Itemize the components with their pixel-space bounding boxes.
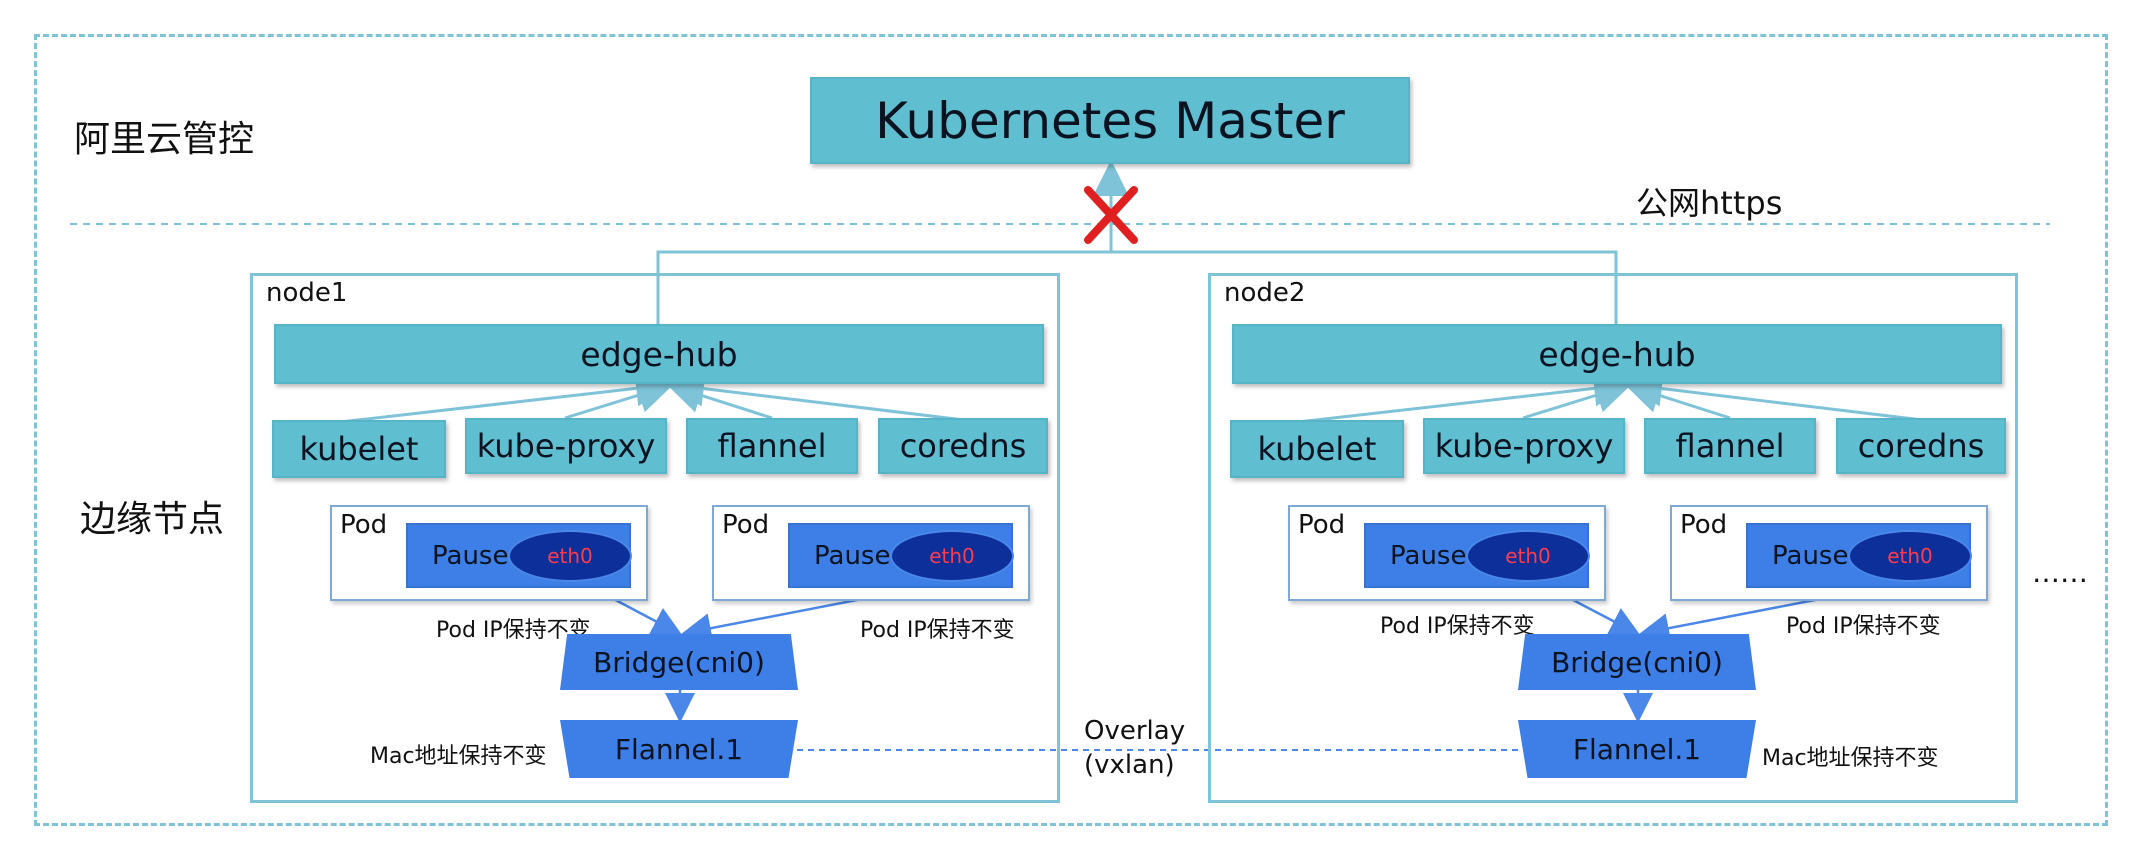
pod-ip-note: Pod IP保持不变 [436, 618, 591, 643]
node-1 [250, 273, 1060, 803]
overlay-label-line1: Overlay [1084, 716, 1186, 746]
edge-hub: edge-hub [1232, 324, 2002, 384]
eth0-interface: eth0 [1466, 530, 1590, 582]
disconnect-cross-icon [1084, 186, 1138, 244]
pod-label: Pod [340, 510, 388, 540]
component-links-node1 [339, 370, 965, 424]
mac-note: Mac地址保持不变 [1762, 746, 1939, 771]
kubernetes-master: Kubernetes Master [810, 77, 1410, 164]
bridge-cni0: Bridge(cni0) [560, 634, 798, 690]
component-kubelet: kubelet [272, 420, 446, 478]
pause-label: Pause [432, 540, 509, 571]
pause-label: Pause [1772, 540, 1849, 571]
node-title: node2 [1224, 278, 1306, 308]
eth0-interface: eth0 [508, 530, 632, 582]
pod-label: Pod [1680, 510, 1728, 540]
cloud-boundary [34, 34, 2108, 826]
component-flannel: flannel [686, 418, 858, 474]
component-links-node2 [1297, 370, 1923, 424]
flannel-device: Flannel.1 [1518, 720, 1756, 778]
eth0-interface: eth0 [890, 530, 1014, 582]
component-kube-proxy: kube-proxy [1423, 418, 1625, 474]
pause-label: Pause [1390, 540, 1467, 571]
edge-hub: edge-hub [274, 324, 1044, 384]
flannel-device: Flannel.1 [560, 720, 798, 778]
hub-connector-node1 [656, 250, 1111, 325]
region-top-label: 阿里云管控 [74, 119, 255, 160]
hub-connector-node2 [1111, 250, 1618, 325]
region-bottom-label: 边缘节点 [80, 499, 225, 540]
overlay-label: Overlay (vxlan) [1084, 714, 1185, 782]
node-title: node1 [266, 278, 348, 308]
component-flannel: flannel [1644, 418, 1816, 474]
bridge-cni0: Bridge(cni0) [1518, 634, 1756, 690]
mac-note: Mac地址保持不变 [370, 744, 547, 769]
node-2 [1208, 273, 2018, 803]
public-network-label: 公网https [1636, 184, 1783, 222]
more-nodes-ellipsis: …… [2032, 556, 2088, 589]
overlay-label-line2: (vxlan) [1084, 750, 1175, 780]
component-kube-proxy: kube-proxy [465, 418, 667, 474]
component-kubelet: kubelet [1230, 420, 1404, 478]
component-coredns: coredns [1836, 418, 2006, 474]
pause-label: Pause [814, 540, 891, 571]
pod-ip-note: Pod IP保持不变 [1786, 614, 1941, 639]
eth0-interface: eth0 [1848, 530, 1972, 582]
pod-label: Pod [722, 510, 770, 540]
pod-label: Pod [1298, 510, 1346, 540]
component-coredns: coredns [878, 418, 1048, 474]
pod-ip-note: Pod IP保持不变 [1380, 614, 1535, 639]
pod-ip-note: Pod IP保持不变 [860, 618, 1015, 643]
